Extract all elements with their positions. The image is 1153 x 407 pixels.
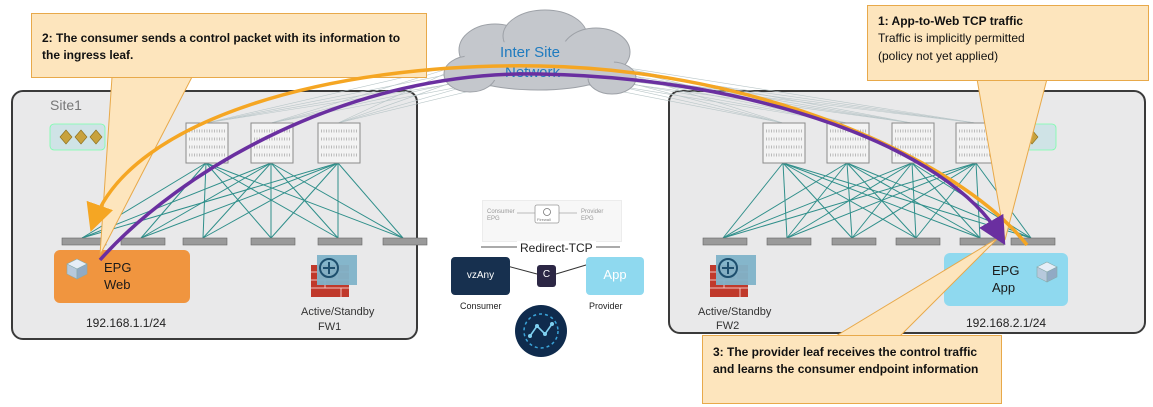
spine-switch xyxy=(891,122,935,164)
consumer-label: Consumer xyxy=(460,301,502,311)
callout-step-1-line3: (policy not yet applied) xyxy=(878,48,999,63)
leaf-switch xyxy=(831,237,877,246)
site1-label: Site1 xyxy=(50,97,82,113)
consumer-vzany-label: vzAny xyxy=(466,270,495,281)
spine-switch xyxy=(250,122,294,164)
leaf-switch xyxy=(182,237,228,246)
leaf-switch xyxy=(120,237,166,246)
leaf-switch xyxy=(702,237,748,246)
vm-icon xyxy=(1036,261,1058,283)
callout-step-1: 1: App-to-Web TCP traffic Traffic is imp… xyxy=(867,5,1149,81)
leaf-switch xyxy=(317,237,363,246)
epg-web-line2: Web xyxy=(104,277,131,292)
spine-switch xyxy=(185,122,229,164)
epg-app-line2: App xyxy=(992,280,1016,295)
epg-app[interactable]: EPG App xyxy=(944,253,1068,306)
epg-web[interactable]: EPG Web xyxy=(54,250,190,303)
site1-fw-mode: Active/Standby xyxy=(301,306,375,318)
cloud-label-line1: Inter Site xyxy=(500,44,561,61)
site1-fw-name: FW1 xyxy=(318,321,342,333)
spine-switch xyxy=(826,122,870,164)
leaf-switch xyxy=(61,237,107,246)
leaf-switch xyxy=(766,237,812,246)
leaf-switch xyxy=(895,237,941,246)
callout-step-1-title: 1: App-to-Web TCP traffic xyxy=(878,14,1024,28)
graph-node-label: Firewall xyxy=(537,217,551,222)
contract-c-box[interactable] xyxy=(537,265,556,287)
contract-name: Redirect-TCP xyxy=(517,241,596,255)
leaf-switch xyxy=(382,237,428,246)
callout-step-3: 3: The provider leaf receives the contro… xyxy=(702,335,1002,404)
callout-step-3-text: 3: The provider leaf receives the contro… xyxy=(713,345,979,377)
spine-switch xyxy=(955,122,999,164)
provider-label: Provider xyxy=(589,301,623,311)
consumer-vzany-box[interactable] xyxy=(451,257,510,295)
leaf-switch xyxy=(959,237,1005,246)
site2-fw-name: FW2 xyxy=(716,320,740,332)
spine-switch xyxy=(317,122,361,164)
leaf-switch xyxy=(250,237,296,246)
provider-app-box[interactable] xyxy=(586,257,644,295)
epg-web-line1: EPG xyxy=(104,260,132,275)
callout-step-2-text: 2: The consumer sends a control packet w… xyxy=(42,31,401,63)
callout-step-2: 2: The consumer sends a control packet w… xyxy=(31,13,427,78)
spine-switch xyxy=(762,122,806,164)
site2-subnet: 192.168.2.1/24 xyxy=(966,316,1047,330)
cloud-label-line2: Network xyxy=(505,64,561,81)
vm-icon xyxy=(66,258,88,280)
contract-letter: C xyxy=(542,269,551,280)
graph-consumer-label: Consumer EPG xyxy=(487,209,515,222)
site2-fw-mode: Active/Standby xyxy=(698,306,772,318)
site1-subnet: 192.168.1.1/24 xyxy=(86,316,167,330)
graph-provider-label: Provider EPG xyxy=(581,209,604,222)
epg-app-line1: EPG xyxy=(992,263,1020,278)
callout-step-1-line2: Traffic is implicitly permitted xyxy=(878,31,1025,46)
provider-app-label: App xyxy=(603,267,627,282)
leaf-switch xyxy=(1010,237,1056,246)
